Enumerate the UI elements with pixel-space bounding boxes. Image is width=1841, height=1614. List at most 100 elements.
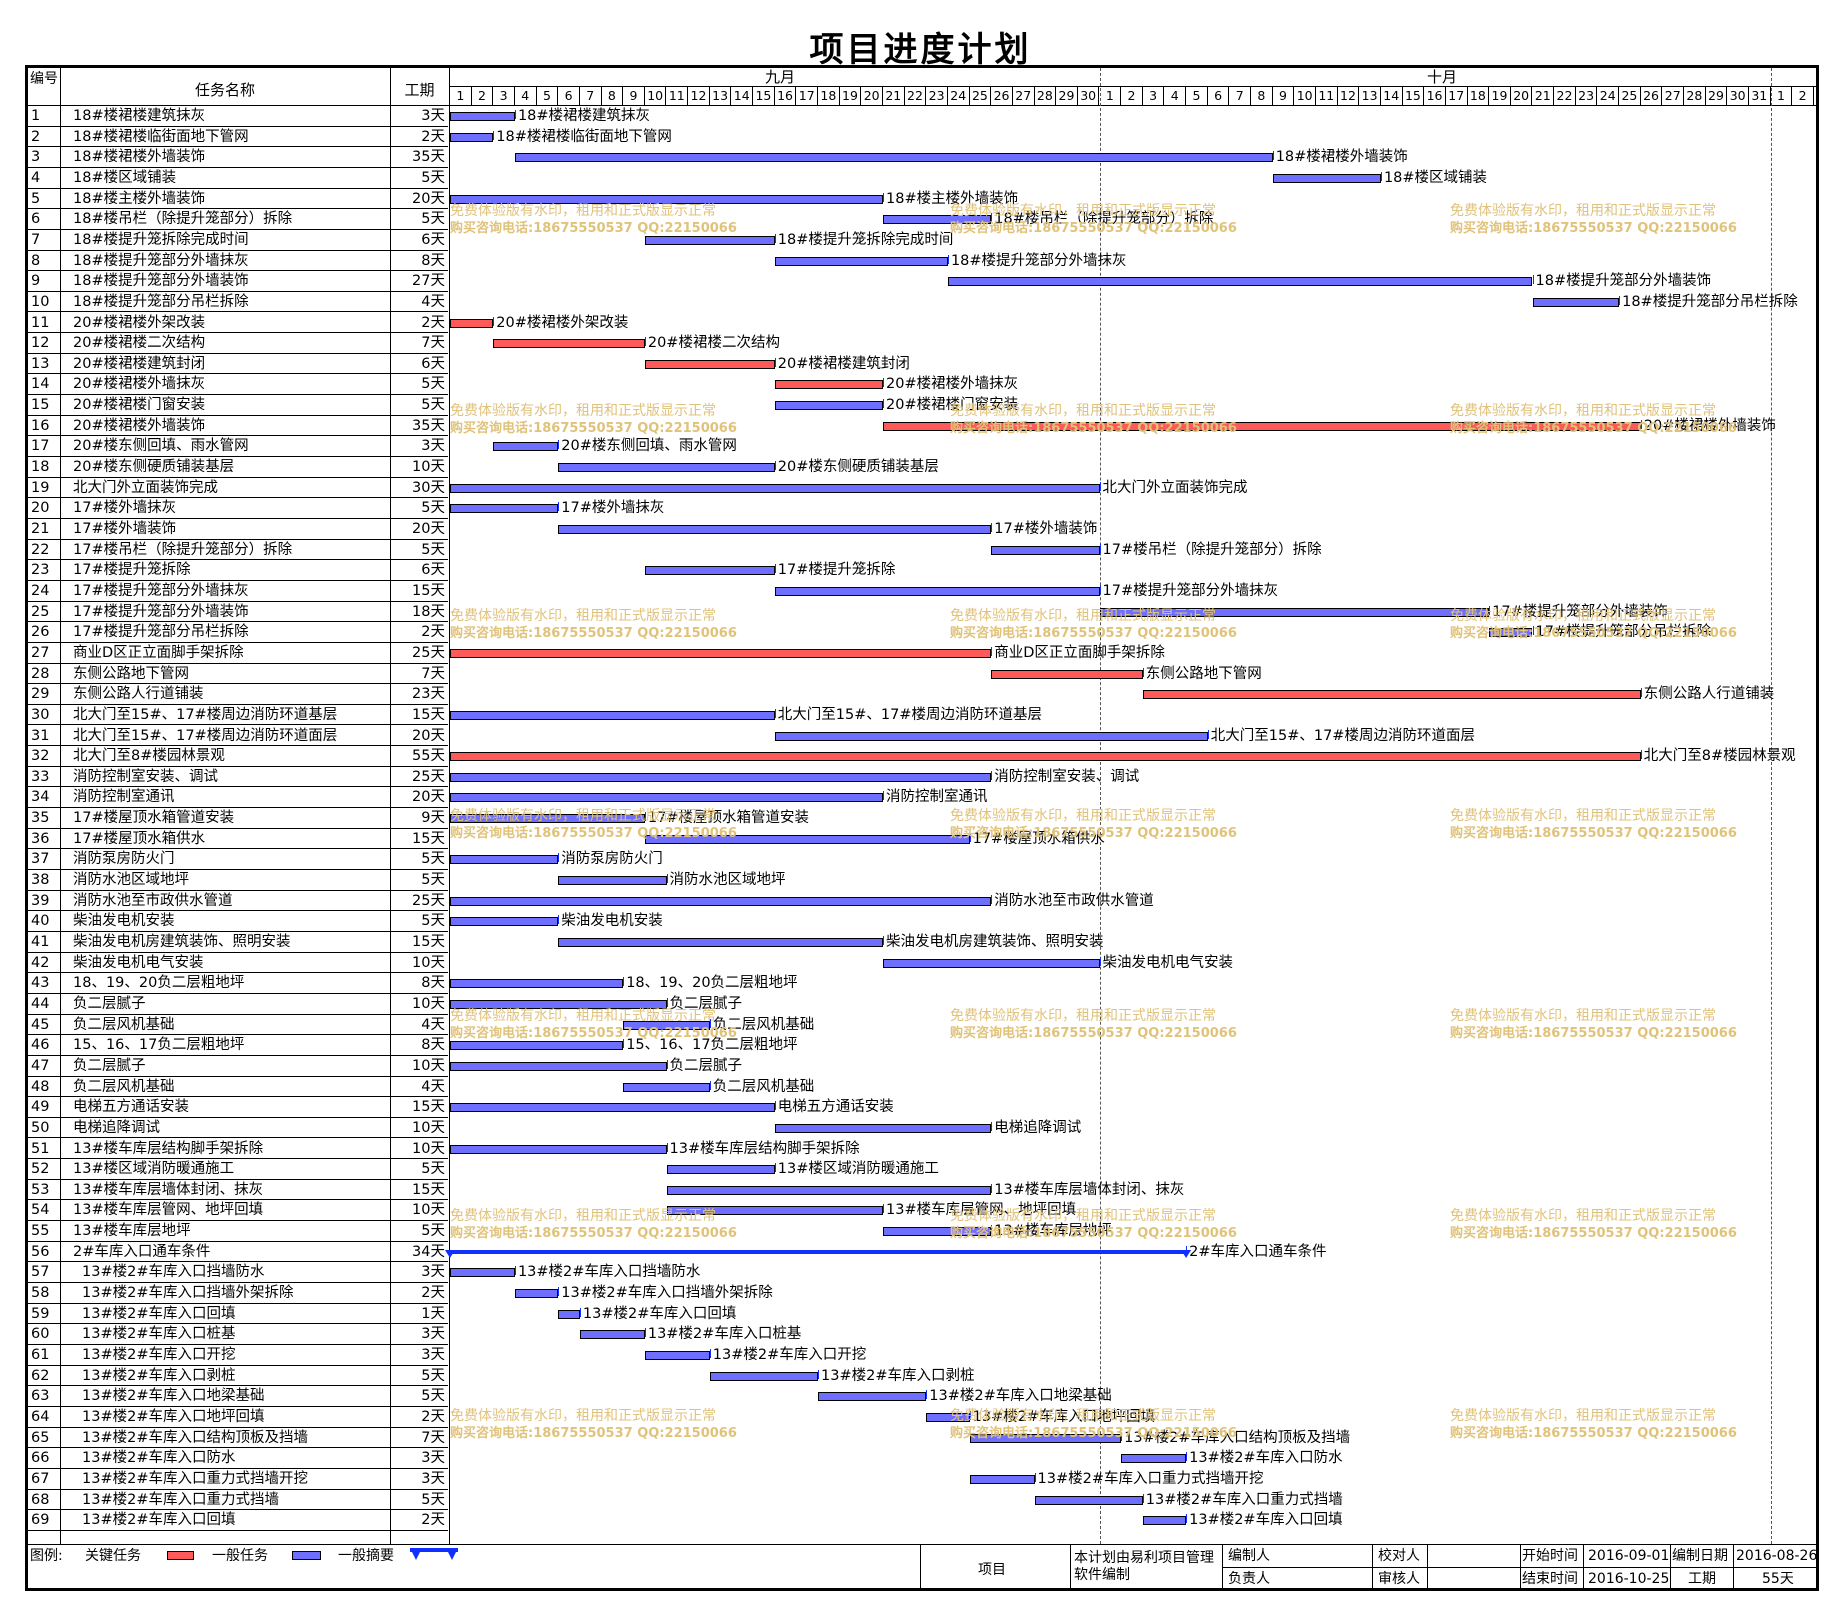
critical-task-bar[interactable] bbox=[450, 318, 494, 328]
critical-task-bar[interactable] bbox=[774, 380, 883, 390]
task-bar[interactable] bbox=[926, 1412, 970, 1422]
task-bar[interactable] bbox=[774, 1123, 992, 1133]
task-bar[interactable] bbox=[450, 112, 515, 121]
critical-task-bar[interactable] bbox=[883, 421, 1641, 431]
task-bar[interactable] bbox=[450, 504, 559, 514]
task-bar[interactable] bbox=[644, 235, 775, 245]
task-bar[interactable] bbox=[774, 731, 1208, 741]
task-bar[interactable] bbox=[450, 194, 883, 204]
task-bar[interactable] bbox=[1099, 607, 1490, 617]
task-bar[interactable] bbox=[558, 1309, 580, 1319]
task-bar[interactable] bbox=[666, 1206, 883, 1216]
critical-task-bar[interactable] bbox=[493, 339, 645, 349]
task-bar[interactable] bbox=[450, 483, 1100, 493]
task-bar[interactable] bbox=[666, 1185, 992, 1195]
task-bar[interactable] bbox=[450, 1061, 667, 1071]
task-bar[interactable] bbox=[514, 153, 1273, 163]
task-bar[interactable] bbox=[450, 710, 775, 720]
critical-task-bar[interactable] bbox=[644, 359, 775, 369]
task-bar[interactable] bbox=[450, 855, 559, 865]
task-bar[interactable] bbox=[450, 1144, 667, 1154]
task-bar[interactable] bbox=[709, 1371, 819, 1381]
task-bar[interactable] bbox=[450, 793, 883, 803]
task-bar[interactable] bbox=[623, 1020, 710, 1030]
task-bar[interactable] bbox=[450, 1103, 775, 1113]
critical-task-bar[interactable] bbox=[450, 648, 992, 658]
task-bar[interactable] bbox=[558, 876, 667, 886]
task-bar[interactable] bbox=[558, 938, 883, 947]
task-bar[interactable] bbox=[969, 1474, 1035, 1484]
summary-bar[interactable] bbox=[450, 1249, 1187, 1254]
task-bar[interactable] bbox=[774, 256, 948, 266]
task-bar[interactable] bbox=[883, 215, 992, 225]
task-bar[interactable] bbox=[644, 566, 775, 576]
task-bar[interactable] bbox=[818, 1392, 927, 1402]
task-bar[interactable] bbox=[991, 545, 1100, 555]
task-bar[interactable] bbox=[623, 1082, 710, 1092]
task-bar[interactable] bbox=[450, 772, 992, 782]
task-bar[interactable] bbox=[558, 463, 775, 473]
task-bar[interactable] bbox=[644, 1351, 710, 1360]
task-bar[interactable] bbox=[450, 1041, 624, 1051]
task-bar[interactable] bbox=[883, 958, 1100, 968]
task-bar[interactable] bbox=[450, 132, 494, 142]
task-bar[interactable] bbox=[450, 999, 667, 1009]
task-bar[interactable] bbox=[1489, 628, 1533, 638]
task-bar[interactable] bbox=[666, 1165, 775, 1175]
critical-task-bar[interactable] bbox=[1142, 690, 1641, 700]
task-bar[interactable] bbox=[514, 1289, 559, 1299]
task-bar[interactable] bbox=[969, 1433, 1122, 1443]
task-bar[interactable] bbox=[558, 525, 992, 534]
task-bar[interactable] bbox=[450, 1268, 515, 1278]
